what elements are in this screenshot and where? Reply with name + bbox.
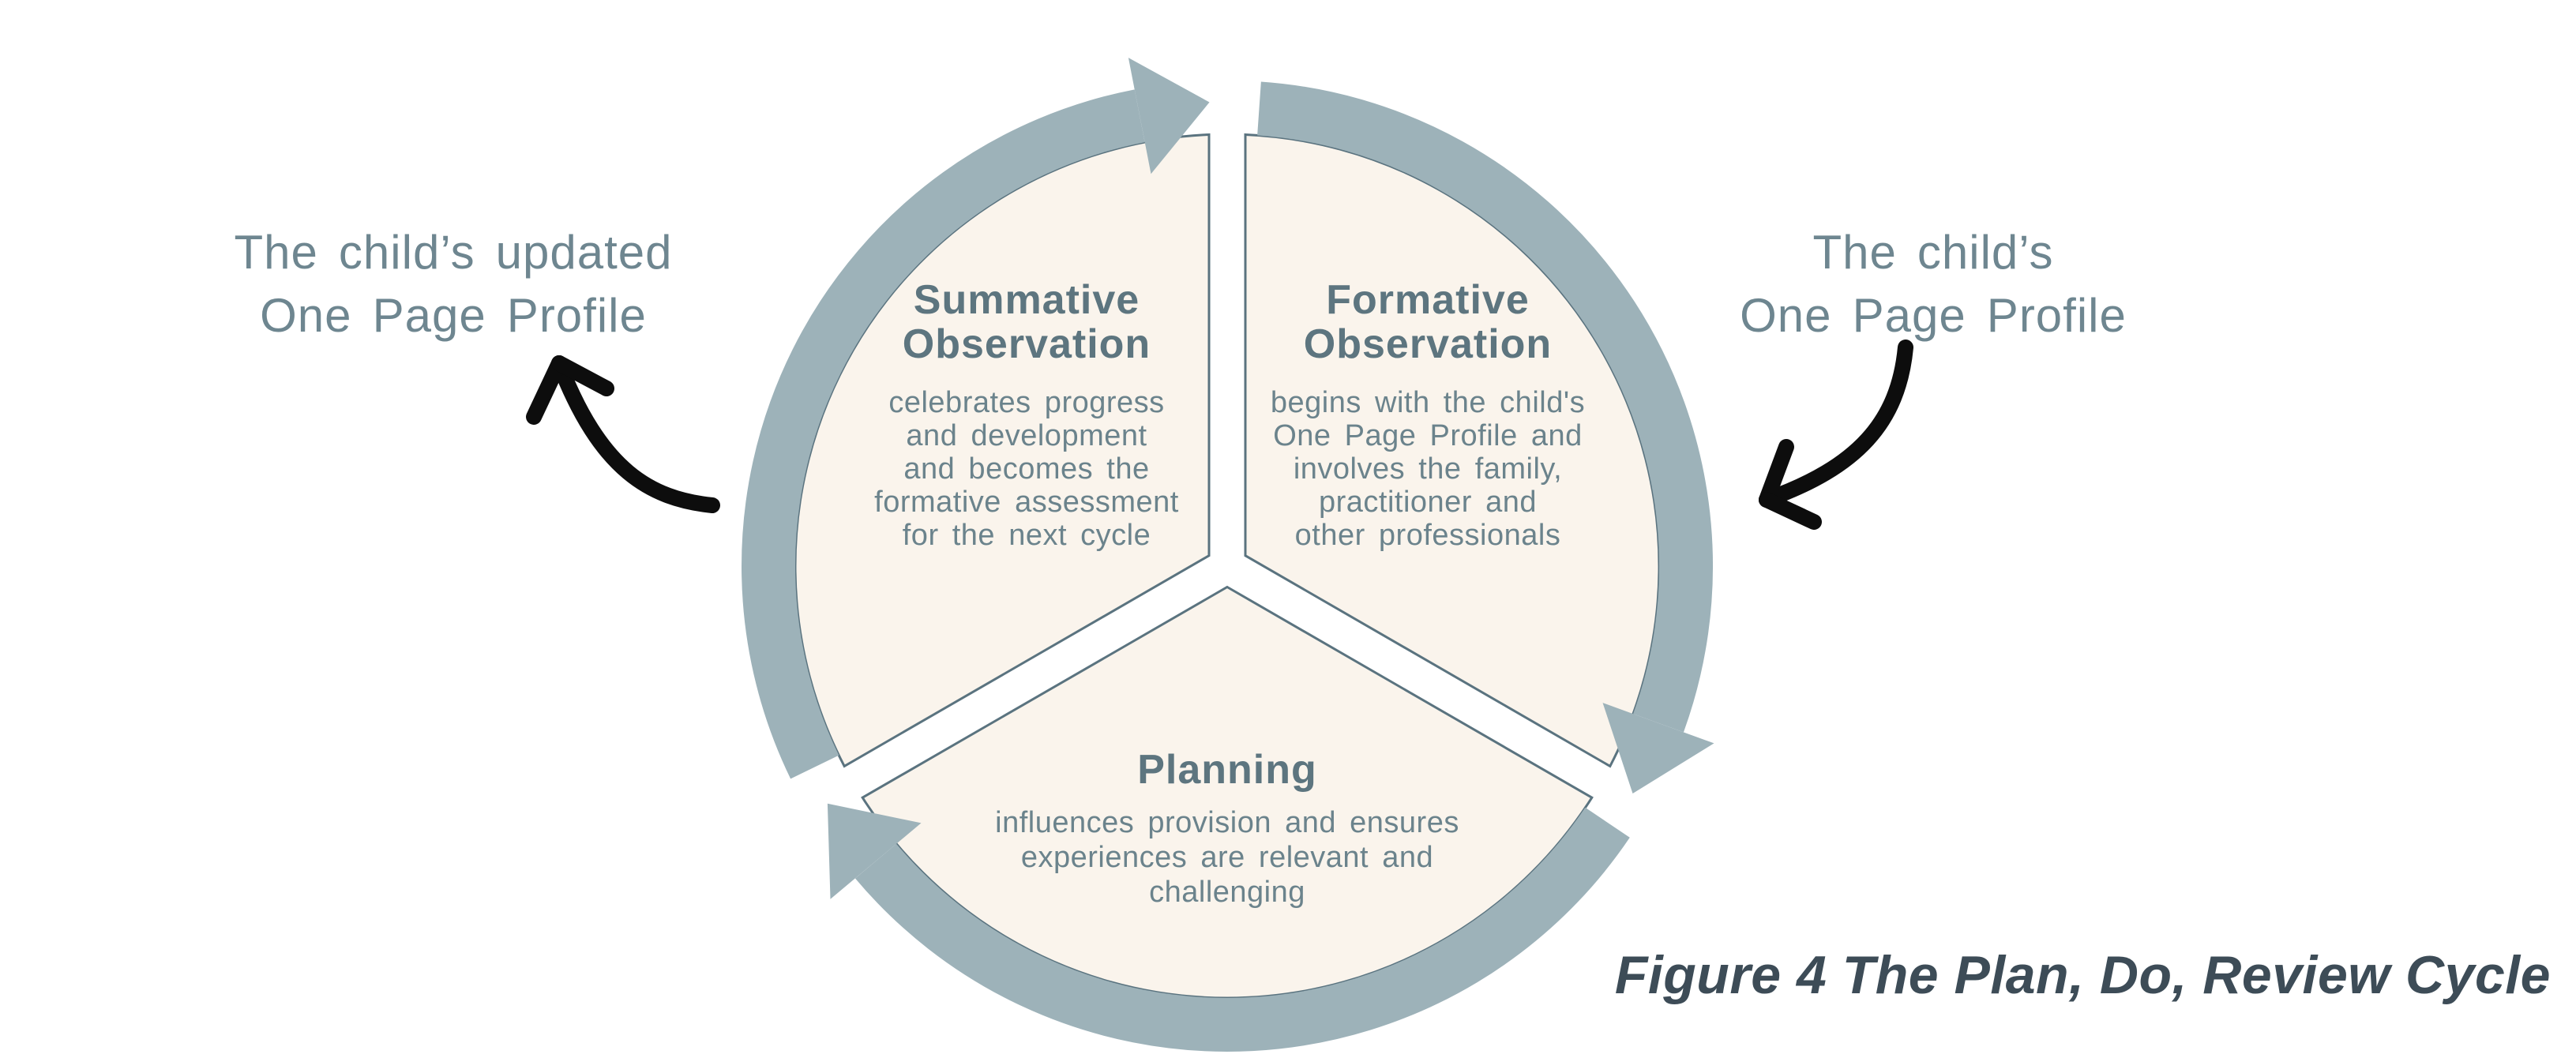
- right-annotation-label: The child’s One Page Profile: [1740, 226, 2127, 342]
- segment-body-formative: begins with the child's One Page Profile…: [1270, 386, 1586, 552]
- cycle-arrowhead-top-icon: [1128, 58, 1210, 174]
- cycle-arrowhead-right-icon: [1602, 703, 1714, 794]
- wedge-planning: [861, 585, 1594, 1000]
- cycle-arc-summative: [742, 89, 1145, 779]
- wedge-summative-observation: [794, 133, 1211, 768]
- cycle-arc-planning: [854, 807, 1630, 1052]
- left-annotation-label: The child’s updated One Page Profile: [234, 226, 673, 342]
- segment-title-planning: Planning: [1137, 747, 1317, 793]
- segment-title-summative: Summative Observation: [902, 277, 1151, 367]
- segment-body-summative: celebrates progress and development and …: [874, 386, 1179, 552]
- cycle-arc-formative: [1257, 81, 1714, 733]
- left-curved-arrow-icon: [526, 355, 720, 513]
- figure-caption: Figure 4 The Plan, Do, Review Cycle: [1614, 945, 2551, 1005]
- right-curved-arrow-icon: [1759, 340, 1913, 530]
- segment-title-formative: Formative Observation: [1303, 277, 1553, 367]
- wedge-formative-observation: [1244, 133, 1661, 768]
- cycle-arrowhead-bottom-left-icon: [827, 803, 922, 899]
- segment-body-planning: influences provision and ensures experie…: [995, 806, 1459, 909]
